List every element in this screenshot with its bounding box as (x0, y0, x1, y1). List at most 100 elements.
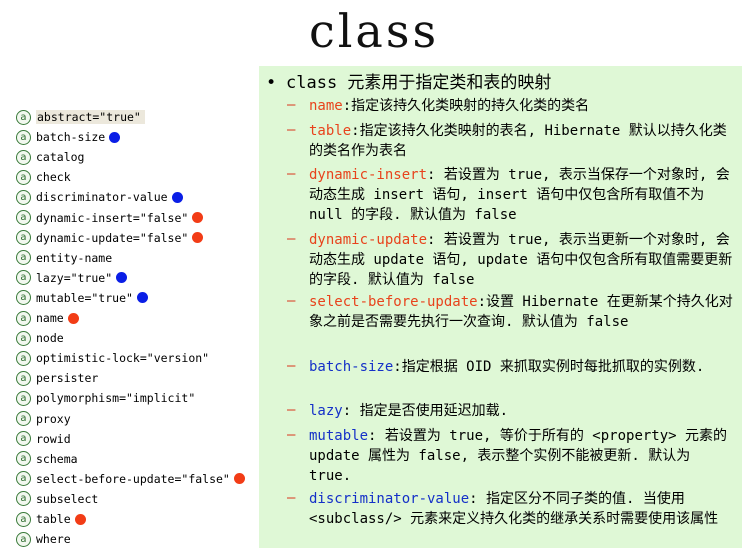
description-item-select-before-update: –select-before-update:设置 Hibernate 在更新某个… (287, 292, 739, 332)
attribute-item-persister[interactable]: a persister (16, 369, 98, 387)
attribute-item-dynamic-insert[interactable]: a dynamic-insert="false" (16, 209, 204, 227)
red-dot-marker (192, 232, 204, 244)
description-text: :设置 Hibernate 在更新某个持久化对象之前是否需要先执行一次查询. 默… (309, 294, 733, 330)
attribute-icon: a (16, 330, 31, 346)
attribute-icon: a (16, 370, 31, 386)
attribute-icon: a (16, 471, 31, 487)
attribute-icon: a (16, 531, 31, 547)
attribute-item-polymorphism[interactable]: a polymorphism="implicit" (16, 389, 195, 407)
description-key: batch-size (309, 359, 394, 375)
dash-marker: – (287, 402, 296, 418)
attribute-label: table (36, 512, 71, 526)
description-item-name: –name:指定该持久化类映射的持久化类的类名 (287, 96, 739, 116)
attribute-icon: a (16, 270, 31, 286)
blue-dot-marker (109, 131, 121, 143)
dash-marker: – (287, 427, 296, 443)
attribute-item-select-before-update[interactable]: a select-before-update="false" (16, 470, 245, 488)
description-key: select-before-update (309, 294, 478, 310)
attribute-label: abstract="true" (36, 110, 145, 124)
attribute-label: rowid (36, 431, 71, 446)
slide-title: class (308, 4, 440, 58)
attribute-label: lazy="true" (36, 270, 113, 285)
attribute-icon: a (16, 350, 31, 366)
attribute-label: batch-size (36, 130, 106, 145)
dash-marker: – (287, 490, 296, 506)
attribute-item-mutable[interactable]: a mutable="true" (16, 289, 148, 307)
description-key: dynamic-update (309, 232, 428, 248)
description-key: name (309, 98, 343, 114)
attribute-label: entity-name (36, 250, 113, 265)
attribute-label: catalog (36, 150, 85, 165)
attribute-icon: a (16, 290, 31, 306)
attribute-icon: a (16, 491, 31, 507)
description-text: : 若设置为 true, 表示当保存一个对象时, 会动态生成 insert 语句… (309, 167, 730, 223)
description-key: discriminator-value (309, 491, 470, 507)
attribute-icon: a (16, 431, 31, 447)
dash-marker: – (287, 231, 296, 247)
dash-marker: – (287, 97, 296, 113)
blue-dot-marker (171, 191, 183, 203)
panel-heading-text: class 元素用于指定类和表的映射 (286, 73, 552, 93)
attribute-icon: a (16, 310, 31, 326)
description-item-dynamic-update: –dynamic-update: 若设置为 true, 表示当更新一个对象时, … (287, 230, 739, 290)
attribute-label: mutable="true" (36, 290, 133, 305)
dash-marker: – (287, 358, 296, 374)
attribute-icon: a (16, 169, 31, 185)
attribute-item-entity-name[interactable]: a entity-name (16, 249, 112, 267)
attribute-icon: a (16, 250, 31, 266)
attribute-icon: a (16, 189, 31, 205)
attribute-label: subselect (36, 491, 99, 506)
attribute-label: schema (36, 451, 78, 466)
attribute-item-batch-size[interactable]: a batch-size (16, 128, 121, 146)
blue-dot-marker (116, 272, 128, 284)
attribute-icon: a (16, 210, 31, 225)
attribute-label: proxy (36, 411, 71, 426)
attribute-icon: a (16, 109, 31, 125)
attribute-label: dynamic-update="false" (36, 230, 189, 245)
description-text: :指定根据 OID 来抓取实例时每批抓取的实例数. (393, 359, 705, 375)
attribute-icon: a (16, 451, 31, 467)
red-dot-marker (233, 473, 245, 485)
attribute-item-lazy[interactable]: a lazy="true" (16, 269, 128, 287)
attribute-item-subselect[interactable]: a subselect (16, 490, 98, 508)
dash-marker: – (287, 293, 296, 309)
attribute-icon: a (16, 230, 31, 246)
attribute-item-dynamic-update[interactable]: a dynamic-update="false" (16, 229, 204, 247)
attribute-label: name (36, 311, 64, 325)
attribute-item-abstract[interactable]: a abstract="true" (16, 108, 145, 126)
red-dot-marker (74, 513, 86, 525)
dash-marker: – (287, 122, 296, 138)
blue-dot-marker (136, 292, 148, 304)
red-dot-marker (67, 312, 79, 324)
bullet-marker: • (266, 73, 277, 93)
description-item-lazy: –lazy: 指定是否使用延迟加载. (287, 401, 739, 421)
attribute-label: persister (36, 371, 99, 386)
description-text: : 指定区分不同子类的值. 当使用 <subclass/> 元素来定义持久化类的… (309, 491, 719, 527)
attribute-icon: a (16, 129, 31, 145)
attribute-label: select-before-update="false" (36, 471, 230, 486)
description-item-discriminator-value: –discriminator-value: 指定区分不同子类的值. 当使用 <s… (287, 489, 739, 529)
attribute-icon: a (16, 411, 31, 426)
description-item-table: –table:指定该持久化类映射的表名, Hibernate 默认以持久化类的类… (287, 121, 739, 161)
attribute-icon: a (16, 511, 31, 527)
description-text: : 若设置为 true, 等价于所有的 <property> 元素的 updat… (309, 428, 728, 484)
description-item-mutable: –mutable: 若设置为 true, 等价于所有的 <property> 元… (287, 426, 739, 486)
description-key: table (309, 123, 352, 139)
attribute-icon: a (16, 390, 31, 406)
attribute-label: polymorphism="implicit" (36, 391, 196, 406)
description-text: :指定该持久化类映射的表名, Hibernate 默认以持久化类的类名作为表名 (309, 123, 727, 159)
attribute-label: dynamic-insert="false" (36, 210, 189, 225)
description-key: dynamic-insert (309, 167, 428, 183)
description-panel: • class 元素用于指定类和表的映射 –name:指定该持久化类映射的持久化类… (259, 66, 742, 548)
